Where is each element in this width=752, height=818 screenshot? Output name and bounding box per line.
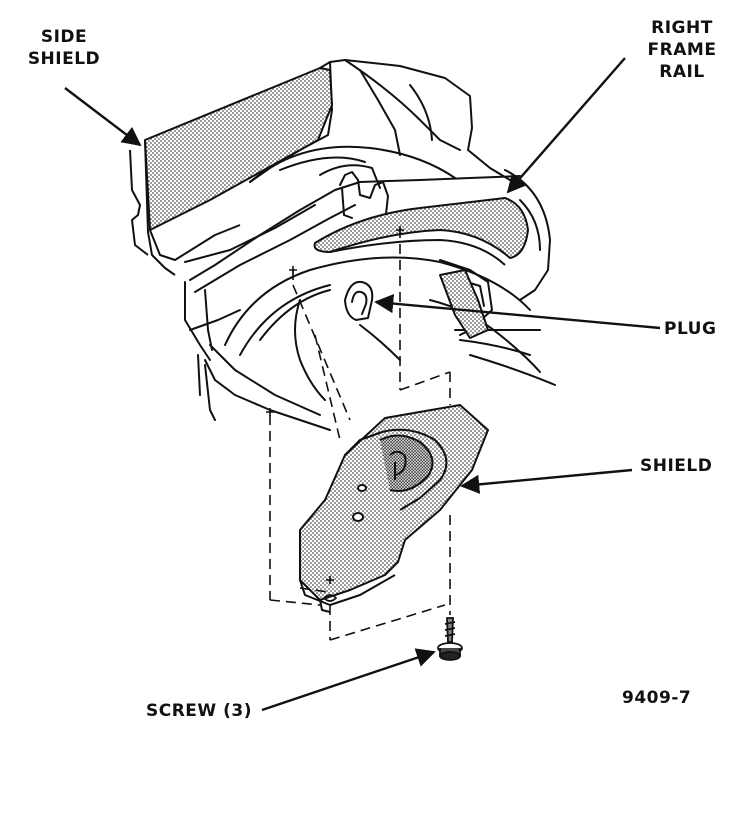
label-side-shield-line1: SIDE bbox=[40, 27, 88, 47]
screw-part bbox=[437, 617, 463, 661]
frame-bracket-part bbox=[439, 269, 489, 339]
leader-lines bbox=[64, 57, 661, 712]
label-right-frame-rail-line1: RIGHT bbox=[651, 18, 713, 38]
figure-number: 9409-7 bbox=[622, 688, 692, 708]
label-shield: SHIELD bbox=[640, 456, 713, 476]
side-shield-part bbox=[129, 61, 333, 276]
shield-leader bbox=[460, 468, 633, 494]
label-screw: SCREW (3) bbox=[146, 701, 252, 721]
label-plug: PLUG bbox=[664, 319, 717, 339]
screw-leader bbox=[261, 648, 436, 712]
label-side-shield-line2: SHIELD bbox=[27, 49, 101, 69]
label-side-shield: SIDE SHIELD bbox=[22, 26, 106, 70]
assembly-guide-lines bbox=[269, 228, 451, 641]
side-shield-leader bbox=[64, 87, 142, 147]
label-right-frame-rail-line2: FRAME bbox=[647, 40, 717, 60]
shield-part bbox=[299, 404, 489, 613]
label-right-frame-rail: RIGHT FRAME RAIL bbox=[628, 17, 736, 83]
fastener-marks bbox=[266, 226, 404, 602]
plug-leader bbox=[374, 294, 661, 330]
right-frame-rail-leader bbox=[506, 57, 626, 194]
label-right-frame-rail-line3: RAIL bbox=[659, 62, 705, 82]
right-frame-rail-part bbox=[313, 197, 529, 266]
